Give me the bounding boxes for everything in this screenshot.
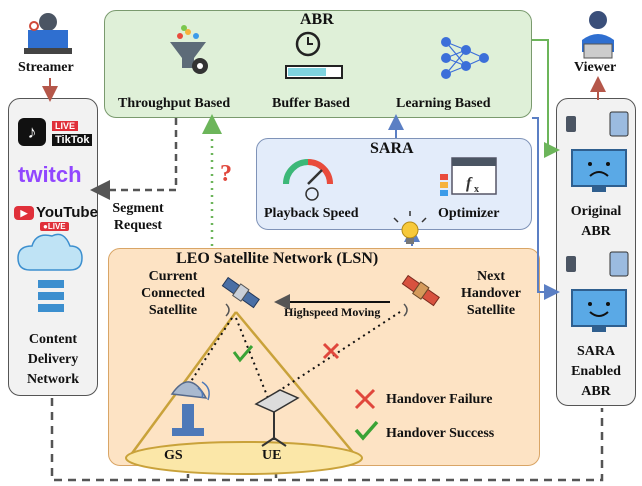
user-equipment-icon: [254, 389, 300, 447]
buffer-icon: [285, 31, 343, 79]
youtube-logo: YouTube: [36, 204, 98, 221]
throughput-funnel-icon: [170, 25, 208, 74]
ground-station-icon: [170, 381, 210, 436]
lightbulb-icon: [393, 211, 427, 244]
tiktok-logo: LIVE TikTok: [52, 116, 93, 146]
current-satellite-icon: [221, 276, 260, 309]
handover-failure-icon: [354, 388, 376, 410]
next-satellite-icon: [401, 274, 440, 307]
optimizer-label: Optimizer: [438, 206, 500, 221]
bottom-dashed-loop: [50, 398, 604, 482]
twitch-logo: twitch: [18, 162, 82, 187]
svg-text:f: f: [466, 175, 473, 192]
highspeed-moving-label: Highspeed Moving: [284, 305, 381, 319]
viewer-icon: [582, 11, 614, 59]
speedometer-icon: [283, 159, 333, 201]
sara-title: SARA: [370, 140, 414, 157]
cross-icon: [322, 342, 340, 360]
handover-success-label: Handover Success: [386, 426, 495, 441]
abr-title: ABR: [300, 11, 334, 28]
segment-request-arrow: [90, 118, 178, 200]
question-mark: ?: [220, 161, 232, 187]
buffer-based-label: Buffer Based: [272, 96, 350, 111]
viewer-label: Viewer: [574, 60, 617, 75]
abr-to-original-arrow: [532, 39, 560, 158]
streamer-label: Streamer: [18, 60, 74, 75]
sara-to-enabled-arrow: [532, 117, 560, 300]
svg-text:x: x: [474, 184, 479, 195]
youtube-play-icon: ▶: [14, 206, 34, 220]
ue-label: UE: [262, 448, 282, 463]
cloud-server-icon: [17, 233, 83, 312]
handover-success-icon: [354, 420, 379, 441]
neural-network-icon: [441, 37, 489, 79]
original-abr-devices: [566, 111, 629, 192]
leo-title: LEO Satellite Network (LSN): [176, 250, 379, 267]
learning-based-label: Learning Based: [396, 96, 491, 111]
playback-speed-label: Playback Speed: [264, 206, 359, 221]
throughput-based-label: Throughput Based: [118, 96, 231, 111]
check-icon: [232, 345, 254, 363]
youtube-live-badge: ●LIVE: [40, 222, 69, 231]
handover-failure-label: Handover Failure: [386, 392, 493, 407]
optimizer-icon: f x: [440, 157, 497, 196]
streamer-icon: [24, 13, 72, 54]
sara-abr-devices: [566, 251, 629, 332]
tiktok-icon: ♪: [18, 118, 46, 146]
gs-label: GS: [164, 448, 183, 463]
